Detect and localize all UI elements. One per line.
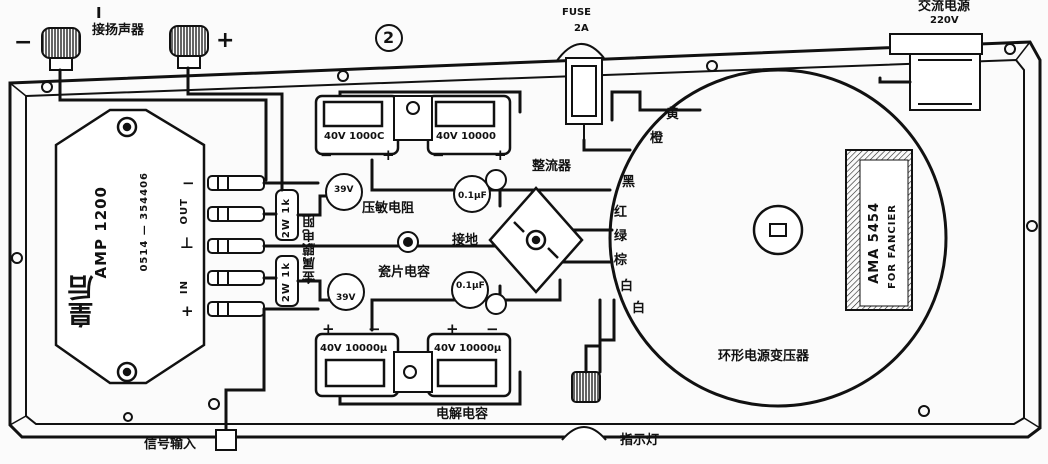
- speaker-plus-sign: +: [216, 28, 235, 53]
- fuse-holder: [555, 42, 605, 140]
- module-out-label: OUT: [179, 198, 190, 225]
- module-part-number: 0514 — 354406: [139, 172, 150, 272]
- cap-top-left-minus: −: [320, 146, 333, 164]
- cap-bottom-left-plus: +: [322, 320, 335, 338]
- signal-input-label: 信号输入: [144, 437, 197, 452]
- figure-number: 2: [383, 28, 395, 47]
- indicator-lamp: [561, 371, 607, 441]
- ceramic-cap-bottom: [451, 271, 507, 315]
- cap-bottom-left-value: 40V 10000μ: [320, 343, 388, 354]
- figure-number-circle: [375, 24, 403, 52]
- cap-top-left-plus: +: [382, 146, 395, 164]
- ground-label: 接地: [452, 233, 479, 248]
- module-pins: [207, 175, 265, 317]
- ceramic-label: 瓷片电容: [378, 265, 431, 280]
- cap-bottom-right-minus: −: [486, 320, 499, 338]
- ceramic-cap-top: [453, 169, 507, 213]
- cap-top-right-plus: +: [494, 146, 507, 164]
- wire-red: 红: [614, 205, 628, 220]
- ac-power-label: 交流电源: [918, 0, 971, 14]
- wire-black: 黑: [622, 175, 636, 190]
- top-left-mark: I: [96, 4, 102, 22]
- fuse-label: FUSE: [562, 7, 591, 18]
- bridge-rectifier: [488, 186, 584, 294]
- module-ground-pin: ⊥: [180, 234, 194, 252]
- rectifier-label: 整流器: [532, 159, 572, 174]
- varistor-bottom-value: 39V: [336, 293, 356, 303]
- electrolytic-label: 电解电容: [436, 407, 489, 422]
- ground-bolt: [397, 231, 419, 253]
- cap-top-right-value: 40V 10000: [436, 131, 496, 142]
- transformer-label: 环形电源变压器: [718, 349, 810, 364]
- chassis: [8, 40, 1042, 439]
- module-model: AMP 1200: [92, 186, 110, 279]
- amp-module: [54, 108, 206, 385]
- signal-input-jack: [215, 429, 237, 451]
- varistor-top-value: 39V: [334, 185, 354, 195]
- ac-socket: [889, 33, 983, 111]
- wire-brown: 棕: [614, 253, 628, 268]
- resistor-2-value: 2W 1k: [281, 262, 292, 303]
- cap-bottom-right-value: 40V 10000μ: [434, 343, 502, 354]
- cap-top-left-value: 40V 1000C: [324, 131, 385, 142]
- wire-green: 绿: [614, 229, 628, 244]
- cap-bottom-right-plus: +: [446, 320, 459, 338]
- varistor-top: [325, 173, 363, 211]
- resistor-1-value: 2W 1k: [281, 198, 292, 239]
- speaker-minus-sign: −: [14, 30, 33, 55]
- module-in-label: IN: [179, 280, 190, 295]
- fuse-rating: 2A: [574, 23, 589, 34]
- speaker-terminal-plus: [169, 25, 209, 69]
- wire-orange: 橙: [650, 131, 664, 146]
- ceramic-bottom-value: 0.1μF: [456, 281, 485, 291]
- module-minus-pin: −: [182, 174, 195, 192]
- wire-yellow: 黄: [666, 107, 680, 122]
- varistor-label: 压敏电阻: [362, 201, 415, 216]
- metal-film-resistor-label: 金属膜电阻: [303, 214, 318, 284]
- toroidal-transformer: [608, 68, 948, 408]
- speaker-label: 接扬声器: [92, 23, 145, 38]
- module-plus-pin: +: [181, 302, 194, 320]
- chassis-holes: [11, 43, 1038, 422]
- nameplate-model: AMA 5454: [867, 202, 882, 284]
- indicator-light-label: 指示灯: [620, 433, 660, 448]
- varistor-bottom: [327, 273, 365, 311]
- capacitor-brackets: [393, 95, 433, 393]
- module-brand: 皇后: [68, 274, 98, 328]
- ac-voltage: 220V: [930, 15, 959, 26]
- speaker-terminal-minus: [41, 27, 81, 71]
- cap-top-right-minus: −: [432, 146, 445, 164]
- ceramic-top-value: 0.1μF: [458, 191, 487, 201]
- wire-white-2: 白: [632, 301, 646, 316]
- wire-white-1: 白: [620, 279, 634, 294]
- cap-bottom-left-minus: −: [368, 320, 381, 338]
- transformer-nameplate: [845, 149, 913, 311]
- nameplate-text: FOR FANCIER: [887, 204, 898, 289]
